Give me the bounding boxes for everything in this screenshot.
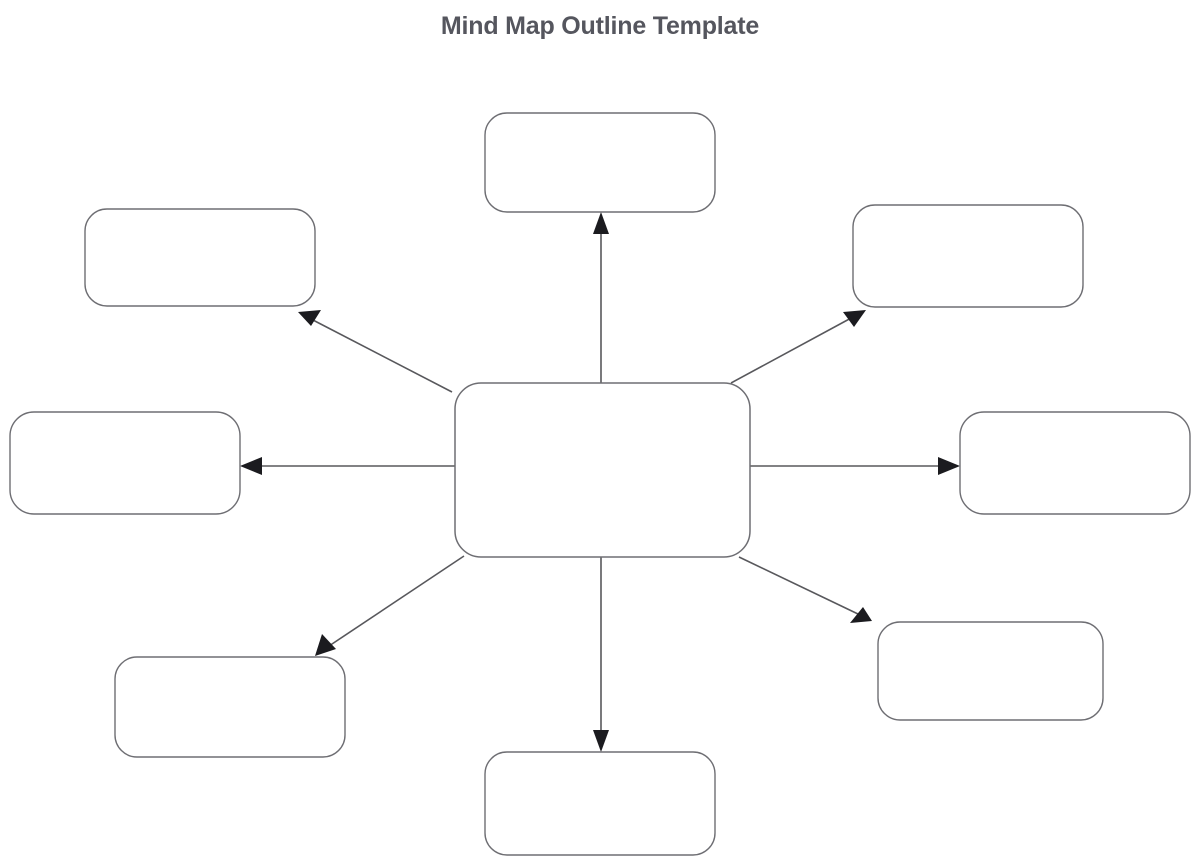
connector-line-top-right	[730, 316, 854, 384]
connector-center-to-top-right[interactable]	[730, 310, 866, 384]
connector-center-to-top[interactable]	[593, 212, 609, 383]
arrowhead-left	[240, 457, 262, 475]
node-branch-bottom-left-shape[interactable]	[114, 656, 346, 758]
connector-group	[240, 212, 960, 752]
node-branch-bottom-left[interactable]	[114, 656, 346, 758]
arrowhead-top-right	[843, 310, 866, 327]
node-branch-top-right-shape[interactable]	[852, 204, 1084, 308]
arrowhead-bottom-right	[850, 607, 872, 623]
node-branch-right[interactable]	[959, 411, 1191, 515]
node-center-shape[interactable]	[454, 382, 751, 558]
node-branch-bottom-right[interactable]	[877, 621, 1104, 721]
node-branch-top-shape[interactable]	[484, 112, 716, 213]
node-branch-left[interactable]	[9, 411, 241, 515]
connector-center-to-top-left[interactable]	[298, 310, 453, 393]
arrowhead-bottom-left	[315, 634, 336, 656]
connector-center-to-right[interactable]	[750, 457, 960, 475]
connector-center-to-bottom-right[interactable]	[738, 556, 872, 623]
arrowhead-top-left	[298, 310, 321, 326]
node-branch-right-shape[interactable]	[959, 411, 1191, 515]
node-center[interactable]	[454, 382, 751, 558]
node-branch-bottom-shape[interactable]	[484, 751, 716, 856]
arrowhead-bottom	[593, 730, 609, 752]
connector-center-to-bottom-left[interactable]	[315, 555, 465, 656]
connector-line-bottom-right	[738, 556, 859, 615]
connector-center-to-left[interactable]	[240, 457, 455, 475]
node-branch-bottom-right-shape[interactable]	[877, 621, 1104, 721]
node-branch-top-left-shape[interactable]	[84, 208, 316, 307]
node-group	[9, 112, 1191, 856]
node-branch-top-right[interactable]	[852, 204, 1084, 308]
node-branch-bottom[interactable]	[484, 751, 716, 856]
arrowhead-right	[938, 457, 960, 475]
connector-line-top-left	[310, 318, 453, 393]
connector-center-to-bottom[interactable]	[593, 557, 609, 752]
node-branch-top[interactable]	[484, 112, 716, 213]
page-title: Mind Map Outline Template	[440, 12, 760, 40]
node-branch-top-left[interactable]	[84, 208, 316, 307]
connector-line-bottom-left	[328, 555, 465, 647]
arrowhead-top	[593, 212, 609, 234]
node-branch-left-shape[interactable]	[9, 411, 241, 515]
